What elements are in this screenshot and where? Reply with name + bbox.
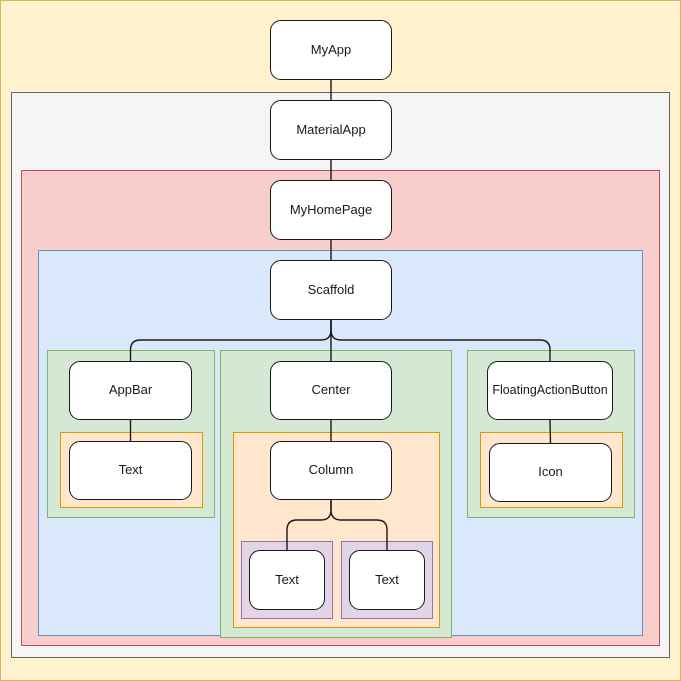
node-label: Text [375,571,399,587]
node-label: AppBar [108,382,153,398]
node-label: Text [118,462,143,478]
node-myhomepage[interactable]: MyHomePage [270,180,392,240]
node-label: Icon [538,464,563,480]
node-text-right[interactable]: Text [349,550,425,610]
node-fab-icon[interactable]: Icon [489,443,612,502]
node-fab[interactable]: FloatingActionButton [487,361,613,420]
node-center[interactable]: Center [270,361,392,420]
node-label: Column [308,462,354,478]
node-label: Center [311,382,351,398]
node-label: Text [275,571,299,587]
node-text-left[interactable]: Text [249,550,325,610]
node-label: FloatingActionButton [492,382,608,397]
node-label: MyHomePage [289,201,373,217]
node-materialapp[interactable]: MaterialApp [270,100,392,160]
node-scaffold[interactable]: Scaffold [270,260,392,320]
node-myapp[interactable]: MyApp [270,20,392,80]
node-appbar[interactable]: AppBar [69,361,192,420]
node-label: Scaffold [307,281,355,297]
node-label: MyApp [310,41,352,57]
node-label: MaterialApp [296,121,366,137]
node-appbar-text[interactable]: Text [69,441,192,500]
node-column[interactable]: Column [270,441,392,500]
